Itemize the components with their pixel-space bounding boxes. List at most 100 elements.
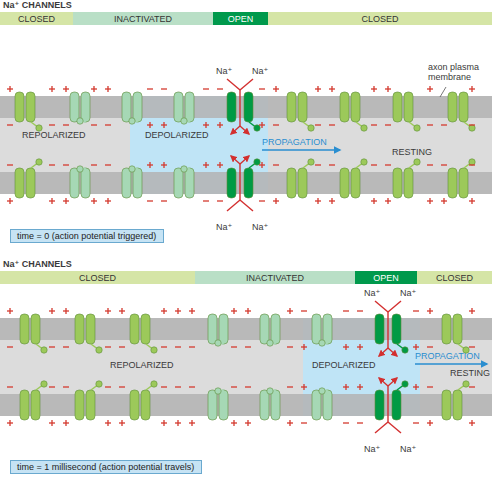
plus-charge — [63, 198, 69, 204]
plus-charge — [203, 122, 209, 128]
channel-subunit — [287, 168, 296, 198]
plus-charge — [371, 86, 377, 92]
na-channel — [130, 314, 157, 353]
na-channel — [393, 92, 420, 131]
inactivation-gate — [41, 347, 47, 353]
channel-subunit — [15, 168, 24, 198]
na-channel — [15, 159, 42, 198]
minus-charge — [175, 347, 181, 348]
state-band: OPEN — [213, 12, 268, 25]
inactivation-gate — [77, 118, 83, 124]
minus-charge — [119, 347, 125, 348]
plus-charge — [7, 308, 13, 314]
minus-charge — [315, 125, 321, 126]
channel-subunit — [133, 168, 142, 198]
channel-subunit — [340, 168, 349, 198]
ion-flow-arrow — [231, 156, 240, 164]
channel-subunit — [227, 168, 236, 198]
channel-subunit — [70, 92, 79, 122]
leader-line — [440, 87, 446, 97]
minus-charge — [7, 387, 13, 388]
time-note: time = 0 (action potential triggered) — [17, 231, 156, 241]
state-band: CLOSED — [268, 12, 492, 25]
state-band: OPEN — [355, 271, 417, 284]
minus-charge — [273, 125, 279, 126]
state-label: CLOSED — [361, 14, 398, 24]
minus-charge — [329, 165, 335, 166]
channel-subunit — [75, 390, 84, 420]
ion-flow-arrow — [240, 156, 249, 164]
channel-subunit — [20, 314, 29, 344]
na-channel — [208, 388, 228, 420]
channel-subunit — [260, 390, 269, 420]
minus-charge — [7, 125, 13, 126]
channel-subunit — [404, 92, 413, 122]
inactivation-gate — [181, 118, 187, 124]
plus-charge — [469, 198, 475, 204]
plus-charge — [259, 122, 265, 128]
ion-label: Na⁺ — [400, 288, 416, 298]
time-box: time = 0 (action potential triggered) — [10, 229, 164, 243]
plus-charge — [49, 420, 55, 426]
na-channel — [312, 388, 332, 420]
minus-charge — [441, 125, 447, 126]
plus-charge — [161, 308, 167, 314]
na-channel — [375, 381, 408, 420]
channel-subunit — [453, 390, 462, 420]
plus-charge — [147, 162, 153, 168]
state-label: OPEN — [373, 273, 399, 283]
ion-flow-arrow — [239, 164, 240, 200]
inactivation-gate — [319, 340, 325, 346]
channel-subunit — [271, 314, 280, 344]
inactivation-gate — [41, 381, 47, 387]
channel-subunit — [260, 314, 269, 344]
plus-charge — [217, 162, 223, 168]
plus-charge — [469, 308, 475, 314]
channel-subunit — [185, 92, 194, 122]
plus-charge — [469, 86, 475, 92]
ion-flow-arrow — [240, 126, 249, 134]
channel-subunit — [86, 314, 95, 344]
inactivation-gate — [96, 347, 102, 353]
na-channel — [448, 92, 475, 131]
channel-subunit — [130, 314, 139, 344]
plus-charge — [105, 420, 111, 426]
ion-flow-arrow — [240, 79, 253, 90]
axon-interior — [0, 318, 492, 416]
minus-charge — [147, 201, 153, 202]
channel-subunit — [81, 92, 90, 122]
channel-subunit — [404, 168, 413, 198]
channel-subunit — [442, 390, 451, 420]
minus-charge — [427, 165, 433, 166]
plus-charge — [343, 384, 349, 390]
plus-charge — [357, 344, 363, 350]
channel-subunit — [442, 314, 451, 344]
minus-charge — [217, 201, 223, 202]
inactivation-gate — [129, 118, 135, 124]
plus-charge — [105, 198, 111, 204]
plus-charge — [245, 420, 251, 426]
state-band: CLOSED — [0, 12, 73, 25]
minus-charge — [49, 125, 55, 126]
plus-charge — [371, 198, 377, 204]
plus-charge — [161, 162, 167, 168]
plus-charge — [245, 308, 251, 314]
propagation-arrow — [262, 149, 340, 151]
plus-charge — [315, 198, 321, 204]
channel-subunit — [351, 92, 360, 122]
membrane-callout: axon plasma membrane — [428, 62, 490, 83]
inactivation-gate — [414, 125, 420, 131]
channel-subunit — [393, 92, 402, 122]
ion-flow-arrow — [388, 301, 401, 312]
plus-charge — [287, 420, 293, 426]
na-channel — [20, 381, 47, 420]
inactivation-gate — [402, 381, 408, 387]
ion-flow-arrow — [379, 348, 388, 356]
channel-subunit — [244, 168, 253, 198]
channel-subunit — [448, 168, 457, 198]
minus-charge — [231, 387, 237, 388]
minus-charge — [49, 165, 55, 166]
minus-charge — [217, 89, 223, 90]
inactivation-gate — [151, 347, 157, 353]
